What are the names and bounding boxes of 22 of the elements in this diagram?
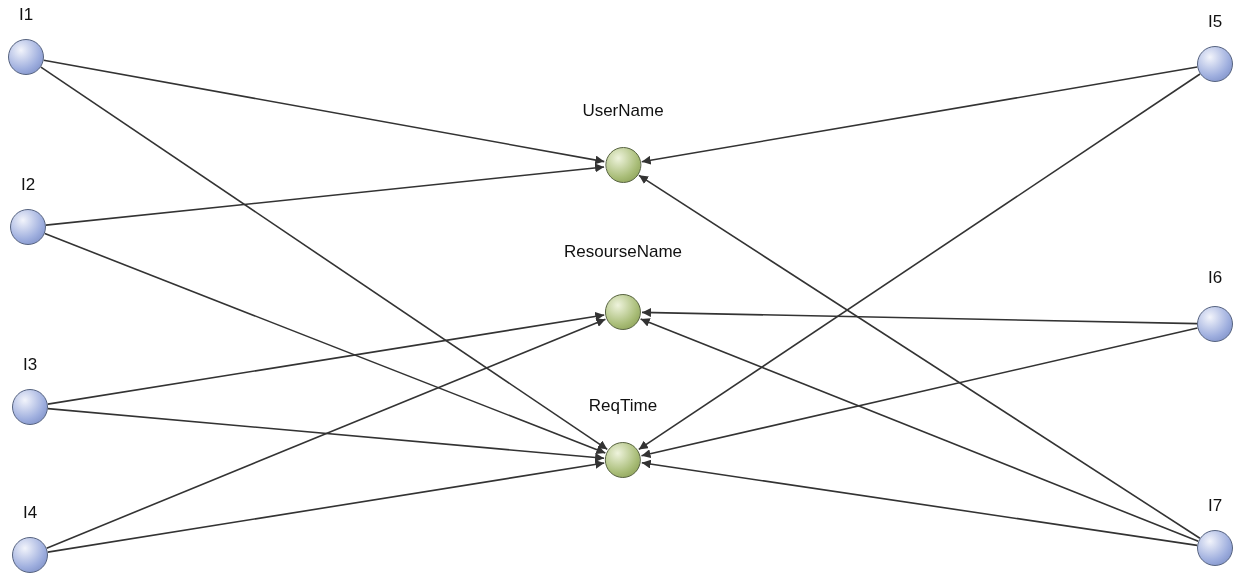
node-label: ReqTime xyxy=(588,396,658,416)
node-label: I5 xyxy=(1207,12,1223,32)
node-label: I2 xyxy=(20,175,36,195)
node-label: I1 xyxy=(18,5,34,25)
arrow xyxy=(641,308,1198,325)
node-label: I7 xyxy=(1207,496,1223,516)
arrow xyxy=(47,407,605,462)
arrow xyxy=(46,312,606,405)
arrow xyxy=(638,174,1201,539)
arrow xyxy=(641,459,1198,547)
node-label: I4 xyxy=(22,503,38,523)
arrow xyxy=(640,66,1199,165)
node-label: I6 xyxy=(1207,268,1223,288)
arrow xyxy=(638,73,1201,451)
arrow xyxy=(45,163,605,226)
arrow xyxy=(640,327,1199,459)
arrow xyxy=(42,59,606,165)
arrow xyxy=(46,460,606,553)
node-label: UserName xyxy=(582,101,664,121)
node-label: ResourseName xyxy=(563,242,683,262)
arrow xyxy=(40,66,609,451)
node-label: I3 xyxy=(22,355,38,375)
